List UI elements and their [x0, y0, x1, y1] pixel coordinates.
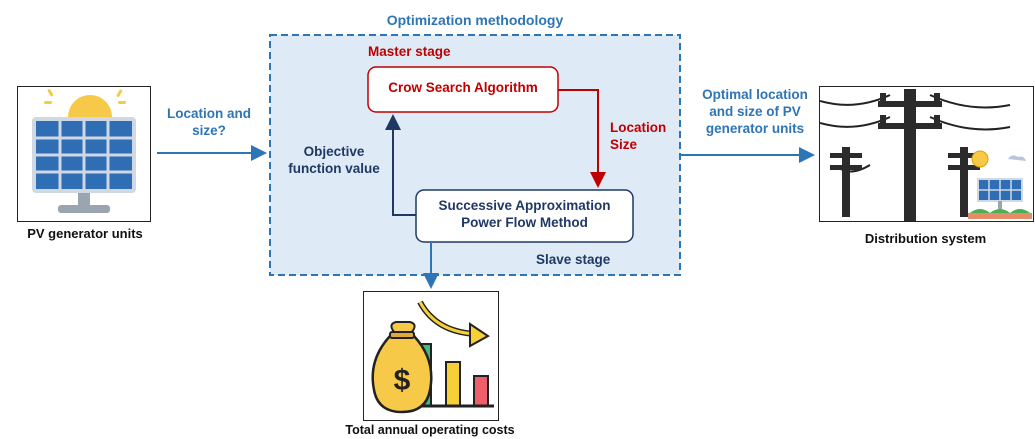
pv-image-frame: [17, 86, 151, 222]
solar-panel-icon: [32, 89, 136, 213]
output-label: Optimal location and size of PV generato…: [690, 87, 820, 138]
output-label-line2: and size of PV: [709, 103, 801, 119]
input-label-line1: Location and: [167, 106, 251, 121]
money-bag-chart-icon: $: [371, 300, 494, 414]
slave-box-line1: Successive Approximation: [438, 198, 611, 213]
location-label: Location: [610, 120, 667, 135]
size-label: Size: [610, 136, 638, 152]
feedback-arrow: [385, 114, 416, 216]
pv-caption: PV generator units: [27, 226, 143, 241]
costs-image-frame: $: [363, 291, 499, 421]
input-label: Location and size?: [153, 106, 265, 140]
input-label-line2: size?: [192, 122, 226, 138]
output-label-line3: generator units: [705, 120, 805, 136]
slave-stage-label: Slave stage: [536, 252, 611, 267]
output-label-line1: Optimal location: [702, 87, 808, 102]
distribution-image-frame: [819, 86, 1034, 222]
diagram-title: Optimization methodology: [386, 12, 564, 28]
power-pole-icon: [820, 89, 1032, 221]
location-size-arrow: [558, 89, 606, 188]
master-stage-label: Master stage: [368, 44, 451, 59]
location-size-label: Location Size: [610, 120, 666, 154]
feedback-label-line1: Objective: [303, 144, 365, 159]
svg-text:$: $: [394, 364, 411, 397]
feedback-label-line2: function value: [288, 160, 380, 176]
slave-box-text: Successive Approximation Power Flow Meth…: [416, 198, 633, 232]
distribution-caption: Distribution system: [864, 231, 987, 246]
feedback-label: Objective function value: [282, 144, 386, 178]
costs-caption: Total annual operating costs: [345, 423, 515, 437]
slave-box-line2: Power Flow Method: [461, 214, 588, 230]
crow-search-algorithm-box-text: Crow Search Algorithm: [388, 80, 538, 95]
